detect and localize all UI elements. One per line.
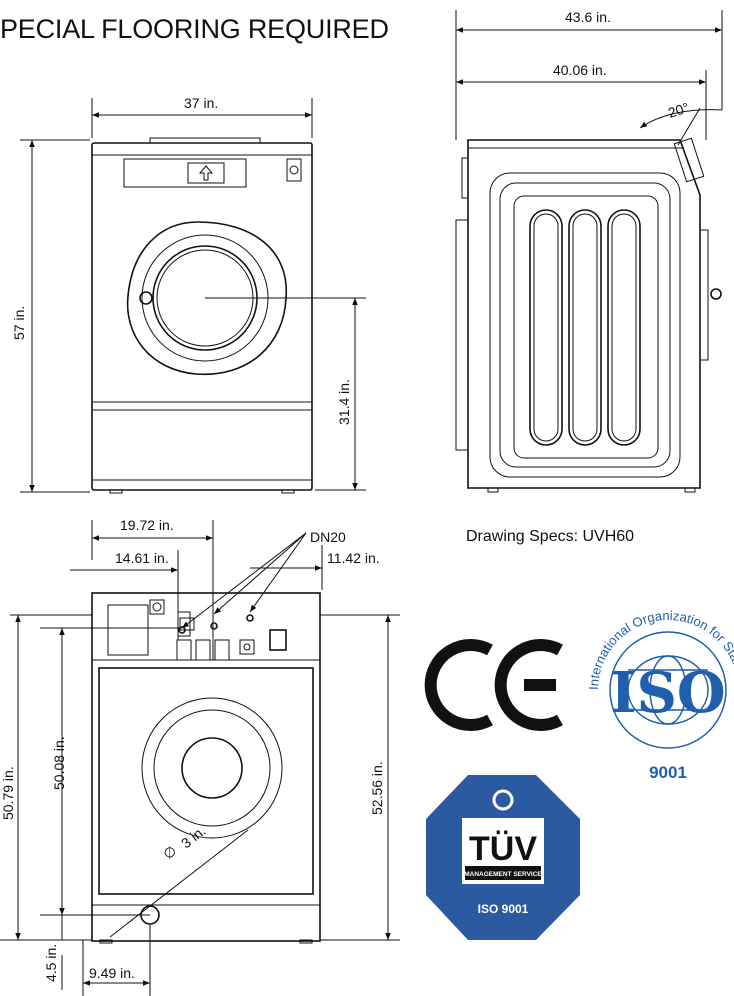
connection-label: DN20 [310, 529, 346, 545]
drain-height-label: 4.5 in. [43, 944, 59, 982]
iso-9001-logo: International Organization for Standardi… [0, 0, 734, 782]
drain-diameter-label: 3 in. [178, 822, 209, 851]
drawing-specs-label: Drawing Specs: UVH60 [466, 528, 635, 545]
offset-c-label: 11.42 in. [327, 550, 380, 566]
panel-angle-label: 20° [666, 99, 691, 121]
tuv-certification-logo: TÜV MANAGEMENT SERVICE ISO 9001 [426, 775, 580, 940]
ce-mark-logo [424, 639, 563, 731]
overall-depth-label: 43.6 in. [565, 9, 611, 25]
iso-number-text: 9001 [649, 763, 687, 782]
body-depth-label: 40.06 in. [553, 62, 607, 78]
door-height-label: 31.4 in. [336, 379, 352, 425]
page-title: PECIAL FLOORING REQUIRED [0, 14, 389, 44]
iso-main-text: ISO [610, 660, 725, 726]
side-view: 43.6 in. 40.06 in. 20° [455, 9, 723, 493]
tuv-main-text: TÜV [469, 830, 537, 868]
height-a-label: 50.79 in. [0, 766, 16, 820]
front-view: 37 in. 57 in. 31.4 in. [11, 95, 366, 494]
iso-ring-text: International Organization for Standardi… [0, 0, 734, 690]
svg-text:International Organization for: International Organization for Standardi… [0, 0, 734, 690]
height-b-label: 50.08 in. [51, 736, 67, 790]
tuv-sub-text: MANAGEMENT SERVICE [464, 871, 542, 878]
tuv-number-text: ISO 9001 [478, 902, 529, 916]
height-c-label: 52.56 in. [369, 761, 385, 815]
drain-offset-label: 9.49 in. [89, 965, 135, 981]
rear-view: 19.72 in. 14.61 in. 11.42 in. DN20 [0, 517, 400, 996]
front-width-label: 37 in. [184, 95, 218, 111]
drain-diameter-symbol: ∅ [160, 842, 179, 862]
front-height-label: 57 in. [11, 306, 27, 340]
offset-b-label: 14.61 in. [115, 550, 169, 566]
offset-a-label: 19.72 in. [120, 517, 174, 533]
